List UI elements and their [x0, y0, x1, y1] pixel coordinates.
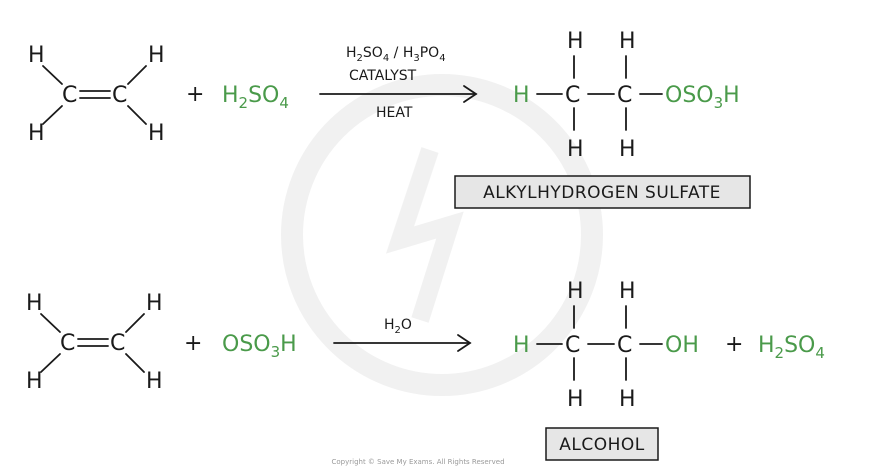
carbon-atom: C: [565, 333, 580, 358]
hydrogen-atom: H: [513, 333, 530, 358]
ethene-molecule-1: H H H H C C: [28, 43, 165, 146]
carbon-atom: C: [565, 83, 580, 108]
hydrogen-atom: H: [567, 137, 584, 162]
catalyst-formula: H2SO4 / H3PO4: [346, 45, 446, 64]
hydrogen-atom: H: [146, 291, 163, 316]
carbon-atom: C: [617, 83, 632, 108]
hydrogen-atom: H: [619, 137, 636, 162]
product-label-box: ALKYLHYDROGEN SULFATE: [454, 175, 751, 209]
plus-sign: +: [725, 332, 743, 357]
water-formula: H2O: [384, 317, 412, 336]
hydrogen-sulfate-reagent: OSO3H: [222, 332, 297, 361]
carbon-atom: C: [110, 331, 125, 356]
alcohol-molecule: H C C OH H H H H: [513, 279, 699, 412]
hydrogen-atom: H: [148, 43, 165, 68]
single-bond: [127, 105, 147, 125]
hydrogen-atom: H: [28, 43, 45, 68]
watermark-logo: [281, 74, 603, 396]
hydrogen-sulfate-group: OSO3H: [665, 83, 740, 112]
product-label: ALKYLHYDROGEN SULFATE: [483, 183, 721, 203]
hydroxyl-group: OH: [665, 333, 699, 358]
catalyst-label: CATALYST: [349, 68, 417, 84]
hydrogen-atom: H: [619, 29, 636, 54]
alkyl-hydrogen-sulfate-molecule: H C C OSO3H H H H H: [513, 29, 740, 162]
arrow-head: [457, 334, 472, 352]
single-bond: [125, 313, 145, 333]
hydrogen-atom: H: [148, 121, 165, 146]
plus-sign: +: [184, 331, 202, 356]
carbon-atom: C: [60, 331, 75, 356]
single-bond: [42, 65, 63, 85]
ethene-molecule-2: H H H H C C: [26, 291, 163, 394]
reaction-arrow-1: H2SO4 / H3PO4 CATALYST HEAT: [319, 45, 478, 121]
reaction-1: H H H H C C + H2SO4 H2SO4 / H3PO4 CATALY…: [28, 29, 751, 209]
hydrogen-atom: H: [567, 279, 584, 304]
single-bond: [125, 353, 145, 373]
product-label-box: ALCOHOL: [545, 427, 659, 461]
single-bond: [127, 65, 147, 85]
hydrogen-atom: H: [567, 29, 584, 54]
reaction-arrow-2: H2O: [333, 317, 472, 352]
single-bond: [40, 313, 61, 333]
single-bond: [42, 105, 63, 125]
hydrogen-atom: H: [567, 387, 584, 412]
product-label: ALCOHOL: [559, 435, 645, 455]
heat-label: HEAT: [376, 105, 413, 121]
hydrogen-atom: H: [146, 369, 163, 394]
copyright-notice: Copyright © Save My Exams. All Rights Re…: [331, 458, 504, 466]
plus-sign: +: [186, 82, 204, 107]
sulfuric-acid-byproduct: H2SO4: [758, 333, 825, 362]
hydrogen-atom: H: [619, 387, 636, 412]
carbon-atom: C: [62, 83, 77, 108]
single-bond: [40, 353, 61, 373]
hydrogen-atom: H: [513, 83, 530, 108]
reaction-2: H H H H C C + OSO3H H2O H C C O: [26, 279, 825, 461]
hydrogen-atom: H: [28, 121, 45, 146]
arrow-head: [463, 85, 478, 103]
carbon-atom: C: [617, 333, 632, 358]
carbon-atom: C: [112, 83, 127, 108]
hydrogen-atom: H: [26, 291, 43, 316]
sulfuric-acid-reagent: H2SO4: [222, 83, 289, 112]
hydrogen-atom: H: [619, 279, 636, 304]
hydrogen-atom: H: [26, 369, 43, 394]
